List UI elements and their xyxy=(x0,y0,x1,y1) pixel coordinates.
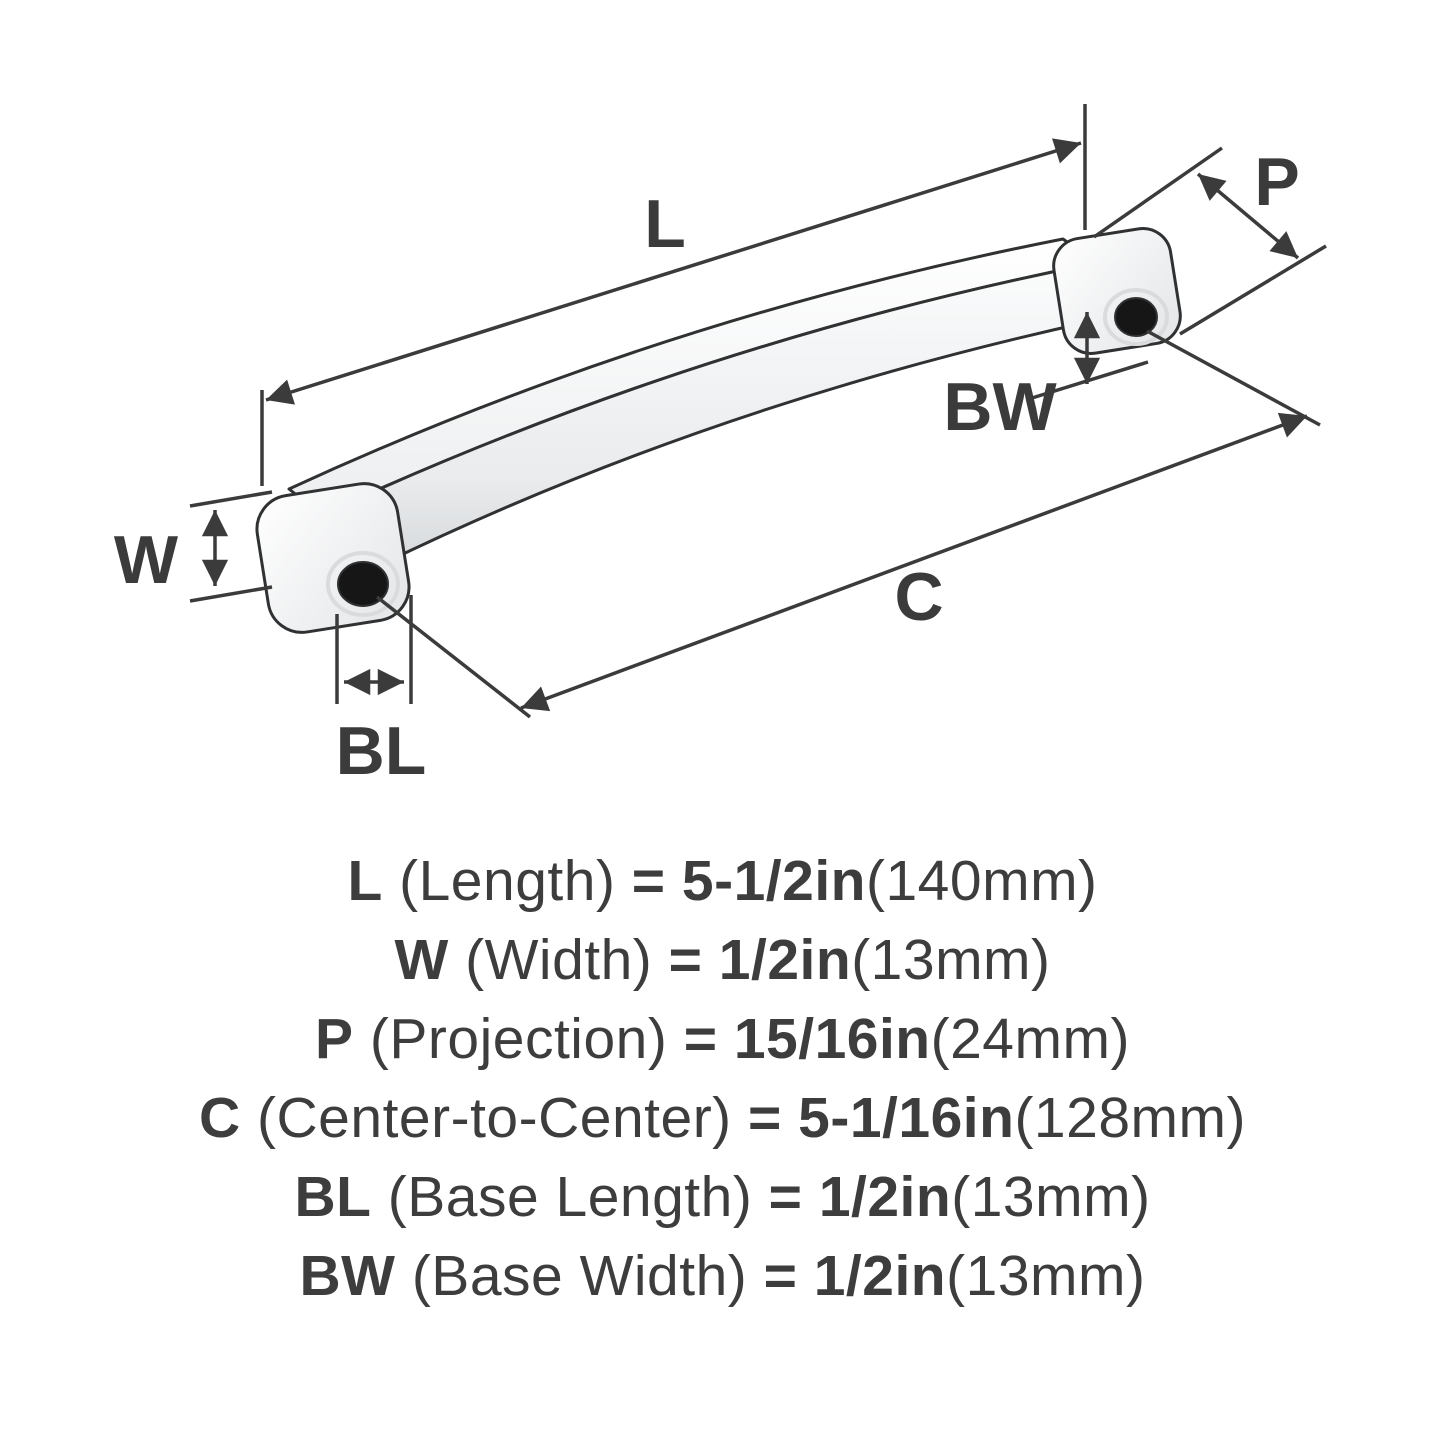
spec-code: BW xyxy=(299,1244,396,1308)
dim-label-L: L xyxy=(644,186,686,262)
spec-equals: = xyxy=(668,928,703,992)
spec-row-base-length: BL (Base Length) = 1/2in(13mm) xyxy=(0,1158,1445,1237)
spec-name: (Projection) xyxy=(369,1007,668,1071)
dim-label-BL: BL xyxy=(336,713,427,789)
spec-code: C xyxy=(199,1086,241,1150)
dim-label-C: C xyxy=(894,559,943,635)
spec-equals: = xyxy=(748,1086,782,1150)
left-mounting-post xyxy=(255,482,411,634)
spec-value: 1/2in xyxy=(718,928,852,992)
left-screw-hole xyxy=(337,561,389,607)
spec-value: 15/16in xyxy=(733,1007,931,1071)
spec-value: 5-1/16in xyxy=(798,1086,1015,1150)
spec-metric: (140mm) xyxy=(866,849,1098,913)
spec-row-projection: P (Projection) = 15/16in(24mm) xyxy=(0,1000,1445,1079)
dimension-lines xyxy=(189,104,1327,719)
dim-label-P: P xyxy=(1254,144,1299,220)
handle-diagram: L P BW W C BL xyxy=(114,104,1327,789)
spec-code: P xyxy=(315,1007,354,1071)
dim-label-W: W xyxy=(114,522,179,598)
spec-row-base-width: BW (Base Width) = 1/2in(13mm) xyxy=(0,1237,1445,1316)
spec-name: (Center-to-Center) xyxy=(257,1086,732,1150)
spec-metric: (24mm) xyxy=(930,1007,1130,1071)
left-hole-ring xyxy=(326,551,400,617)
spec-metric: (13mm) xyxy=(946,1244,1146,1308)
dimension-P xyxy=(1093,146,1327,336)
right-screw-hole xyxy=(1114,297,1158,337)
spec-metric: (13mm) xyxy=(851,928,1051,992)
dimension-L xyxy=(260,104,1087,486)
dimension-BW xyxy=(1031,312,1149,400)
spec-code: L xyxy=(347,849,383,913)
dimension-BL xyxy=(335,595,413,704)
dimension-C xyxy=(375,329,1321,719)
spec-row-width: W (Width) = 1/2in(13mm) xyxy=(0,921,1445,1000)
spec-equals: = xyxy=(768,1165,803,1229)
spec-equals: = xyxy=(683,1007,718,1071)
spec-metric: (13mm) xyxy=(951,1165,1151,1229)
spec-equals: = xyxy=(631,849,666,913)
mounting-posts xyxy=(255,227,1182,634)
spec-value: 1/2in xyxy=(813,1244,947,1308)
dim-label-BW: BW xyxy=(943,369,1057,445)
dimension-W xyxy=(189,490,273,603)
spec-list: L (Length) = 5-1/2in(140mm) W (Width) = … xyxy=(0,842,1445,1316)
spec-name: (Width) xyxy=(465,928,653,992)
right-hole-ring xyxy=(1103,288,1169,346)
spec-code: W xyxy=(394,928,449,992)
spec-name: (Length) xyxy=(399,849,616,913)
spec-code: BL xyxy=(294,1165,372,1229)
spec-equals: = xyxy=(763,1244,798,1308)
spec-value: 1/2in xyxy=(818,1165,952,1229)
spec-value: 5-1/2in xyxy=(681,849,866,913)
spec-row-length: L (Length) = 5-1/2in(140mm) xyxy=(0,842,1445,921)
spec-metric: (128mm) xyxy=(1014,1086,1246,1150)
spec-name: (Base Length) xyxy=(387,1165,753,1229)
spec-row-center-to-center: C (Center-to-Center) = 5-1/16in(128mm) xyxy=(0,1079,1445,1158)
spec-name: (Base Width) xyxy=(411,1244,748,1308)
